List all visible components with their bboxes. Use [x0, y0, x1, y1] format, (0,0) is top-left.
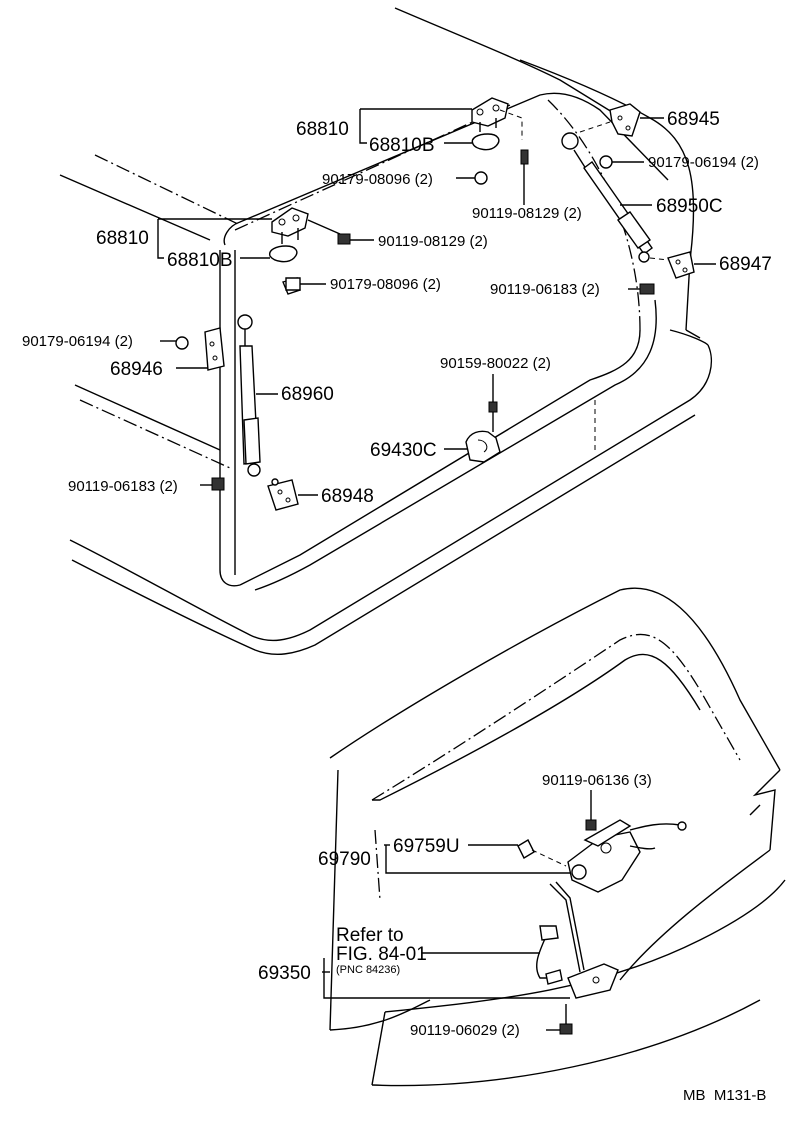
hinge-68810-upper	[471, 97, 523, 185]
label-90179-06194-left: 90179-06194 (2)	[22, 333, 133, 350]
leader-lines	[157, 108, 716, 1031]
label-90119-06136: 90119-06136 (3)	[542, 772, 652, 789]
rod-and-handle-69350	[536, 881, 619, 1035]
label-90159-80022: 90159-80022 (2)	[440, 355, 551, 372]
label-68810-lower: 68810	[96, 228, 149, 249]
label-pnc-ref: (PNC 84236)	[336, 964, 400, 976]
striker-69430c	[465, 401, 501, 463]
bracket-68946	[175, 327, 225, 371]
back-door-outline	[329, 587, 786, 1087]
part-labels: 68810 68810B 68945 90179-06194 (2) 90179…	[22, 109, 772, 1104]
label-90119-06183-right: 90119-06183 (2)	[490, 281, 600, 298]
bracket-68945	[579, 103, 641, 169]
bolt-90119-08129-lower	[337, 233, 351, 245]
gas-strut-68960	[237, 314, 261, 477]
label-68945: 68945	[667, 109, 720, 130]
label-90179-06194-right: 90179-06194 (2)	[648, 154, 759, 171]
label-68950c: 68950C	[656, 196, 723, 217]
label-90119-08129-lower: 90119-08129 (2)	[378, 233, 488, 250]
label-68960: 68960	[281, 384, 334, 405]
footer-code: MB M131-B	[683, 1087, 766, 1104]
label-fig-ref: FIG. 84-01	[336, 944, 427, 965]
label-68810b-lower: 68810B	[167, 250, 233, 271]
nut-90179-08096-lower	[285, 277, 301, 291]
gas-strut-68950c	[561, 132, 653, 263]
label-69790: 69790	[318, 849, 371, 870]
label-68810-upper: 68810	[296, 119, 349, 140]
bolt-90119-08129-upper	[520, 149, 529, 200]
label-90119-08129-upper: 90119-08129 (2)	[472, 205, 582, 222]
label-90119-06029: 90119-06029 (2)	[410, 1022, 520, 1039]
bracket-68948	[211, 477, 299, 511]
label-68810b-upper: 68810B	[369, 135, 435, 156]
rear-body-outline	[59, 7, 713, 656]
label-68947: 68947	[719, 254, 772, 275]
bracket-68947	[639, 251, 695, 295]
label-69759u: 69759U	[393, 836, 460, 857]
label-68946: 68946	[110, 359, 163, 380]
label-90119-06183-left: 90119-06183 (2)	[68, 478, 178, 495]
label-68948: 68948	[321, 486, 374, 507]
label-69350: 69350	[258, 963, 311, 984]
label-69430c: 69430C	[370, 440, 437, 461]
latch-69790	[567, 800, 687, 893]
clip-69759u	[517, 839, 567, 867]
label-refer-to: Refer to	[336, 925, 404, 946]
label-90179-08096-lower: 90179-08096 (2)	[330, 276, 441, 293]
label-90179-08096-upper: 90179-08096 (2)	[322, 171, 433, 188]
